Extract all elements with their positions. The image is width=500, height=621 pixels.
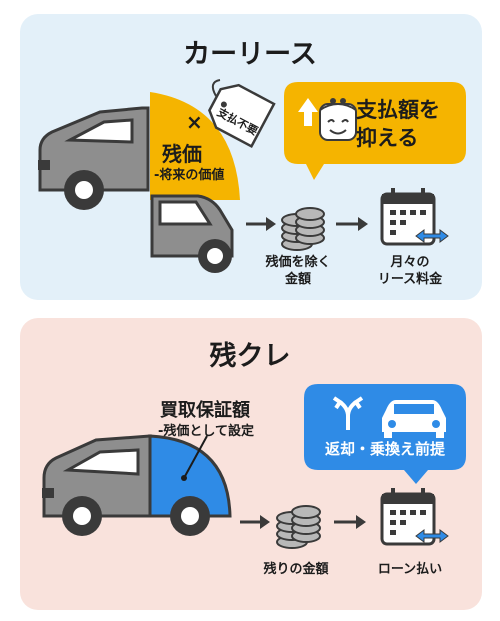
calendar-label-line1: 月々の bbox=[390, 255, 430, 270]
fork-arrow-icon bbox=[332, 396, 364, 430]
arrow-right-icon bbox=[334, 515, 366, 529]
guarantee-pointer bbox=[183, 435, 208, 479]
guarantee-label: 買取保証額 bbox=[160, 400, 250, 421]
car-door-icon bbox=[150, 194, 234, 273]
coins-label-line2: 金額 bbox=[284, 272, 311, 287]
arrow-right-icon bbox=[336, 217, 368, 231]
badge-line2: 抑える bbox=[356, 126, 419, 150]
badge-line1: 支払額を bbox=[356, 98, 440, 122]
calendar-icon bbox=[380, 188, 449, 246]
calendar-label: 月々の リース料金 bbox=[360, 254, 460, 288]
calendar-icon bbox=[380, 488, 449, 546]
arrow-right-icon bbox=[246, 217, 276, 231]
car-icon bbox=[38, 106, 150, 210]
coins-icon bbox=[281, 207, 325, 251]
loan-payment-label: ローン払い bbox=[377, 562, 443, 577]
price-tag-icon bbox=[208, 83, 276, 149]
lease-title: カーリース bbox=[183, 39, 317, 70]
remaining-amount-label: 残りの金額 bbox=[263, 562, 329, 577]
calendar-label-line2: リース料金 bbox=[377, 272, 443, 287]
car-icon bbox=[42, 434, 232, 536]
coins-label: 残価を除く 金額 bbox=[256, 254, 340, 288]
residual-label: 残価 bbox=[162, 142, 202, 166]
coins-label-line1: 残価を除く bbox=[265, 255, 331, 270]
return-badge-text: 返却・乗換え前提 bbox=[324, 440, 445, 458]
residual-sub: -将来の価値 bbox=[154, 168, 225, 183]
arrow-up-icon bbox=[298, 98, 318, 126]
residual-cross: × bbox=[186, 110, 203, 134]
zancre-title: 残クレ bbox=[209, 341, 291, 372]
coins-icon bbox=[276, 505, 321, 549]
arrow-right-icon bbox=[240, 515, 270, 529]
residual-wedge bbox=[150, 92, 240, 200]
guarantee-sub: -残価として設定 bbox=[158, 424, 255, 439]
car-front-icon bbox=[382, 400, 446, 438]
wallet-icon bbox=[319, 98, 357, 141]
